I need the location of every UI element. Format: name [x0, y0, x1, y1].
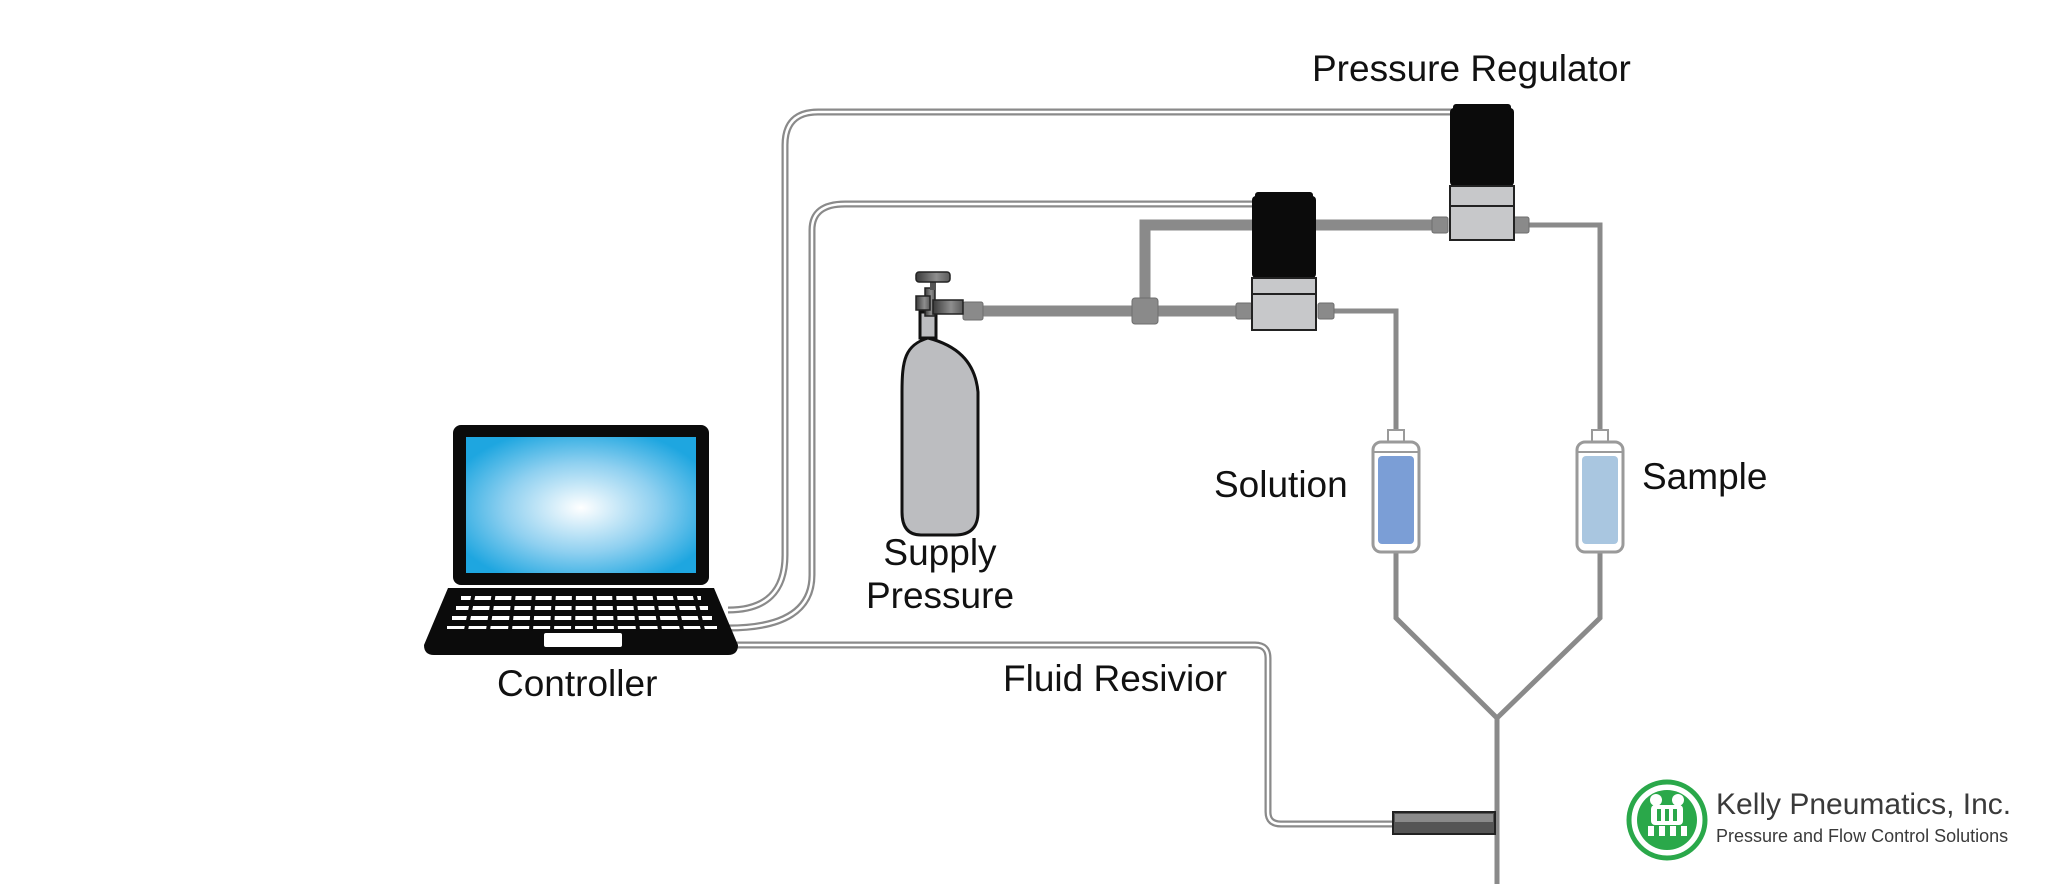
fluid-reservoir-block [1392, 811, 1496, 835]
label-pressure-regulator: Pressure Regulator [1312, 48, 1631, 89]
control-cable-upper-regulator [727, 108, 1452, 614]
control-cable-reservoir [728, 641, 1395, 828]
supply-tubing [980, 219, 1432, 317]
proportional-valve [1251, 192, 1317, 331]
label-fluid-reservoir: Fluid Resivior [1003, 658, 1228, 699]
cylinder-valve-icon [915, 271, 964, 317]
control-cable-lower-regulator [727, 200, 1252, 632]
logo-company-name: Kelly Pneumatics, Inc. [1716, 788, 2012, 821]
keyboard-icon [447, 596, 717, 629]
label-sample: Sample [1642, 456, 1768, 497]
label-supply-pressure: Supply Pressure [858, 532, 1022, 617]
trackpad [544, 633, 622, 647]
keyboard-key-separators [464, 591, 705, 631]
label-solution: Solution [1214, 464, 1348, 505]
kelly-pneumatics-logo-icon [1626, 779, 1708, 861]
fluid-tubing [1330, 222, 1603, 884]
label-supply-line1: Supply [883, 532, 997, 573]
sample-reservoir [1575, 429, 1625, 554]
pressure-regulator [1449, 104, 1515, 241]
logo-tagline: Pressure and Flow Control Solutions [1716, 826, 2009, 846]
solution-reservoir [1371, 429, 1421, 554]
label-controller: Controller [497, 663, 658, 704]
label-supply-line2: Pressure [865, 574, 1015, 616]
laptop-icon [424, 425, 738, 655]
gas-cylinder [900, 310, 980, 537]
